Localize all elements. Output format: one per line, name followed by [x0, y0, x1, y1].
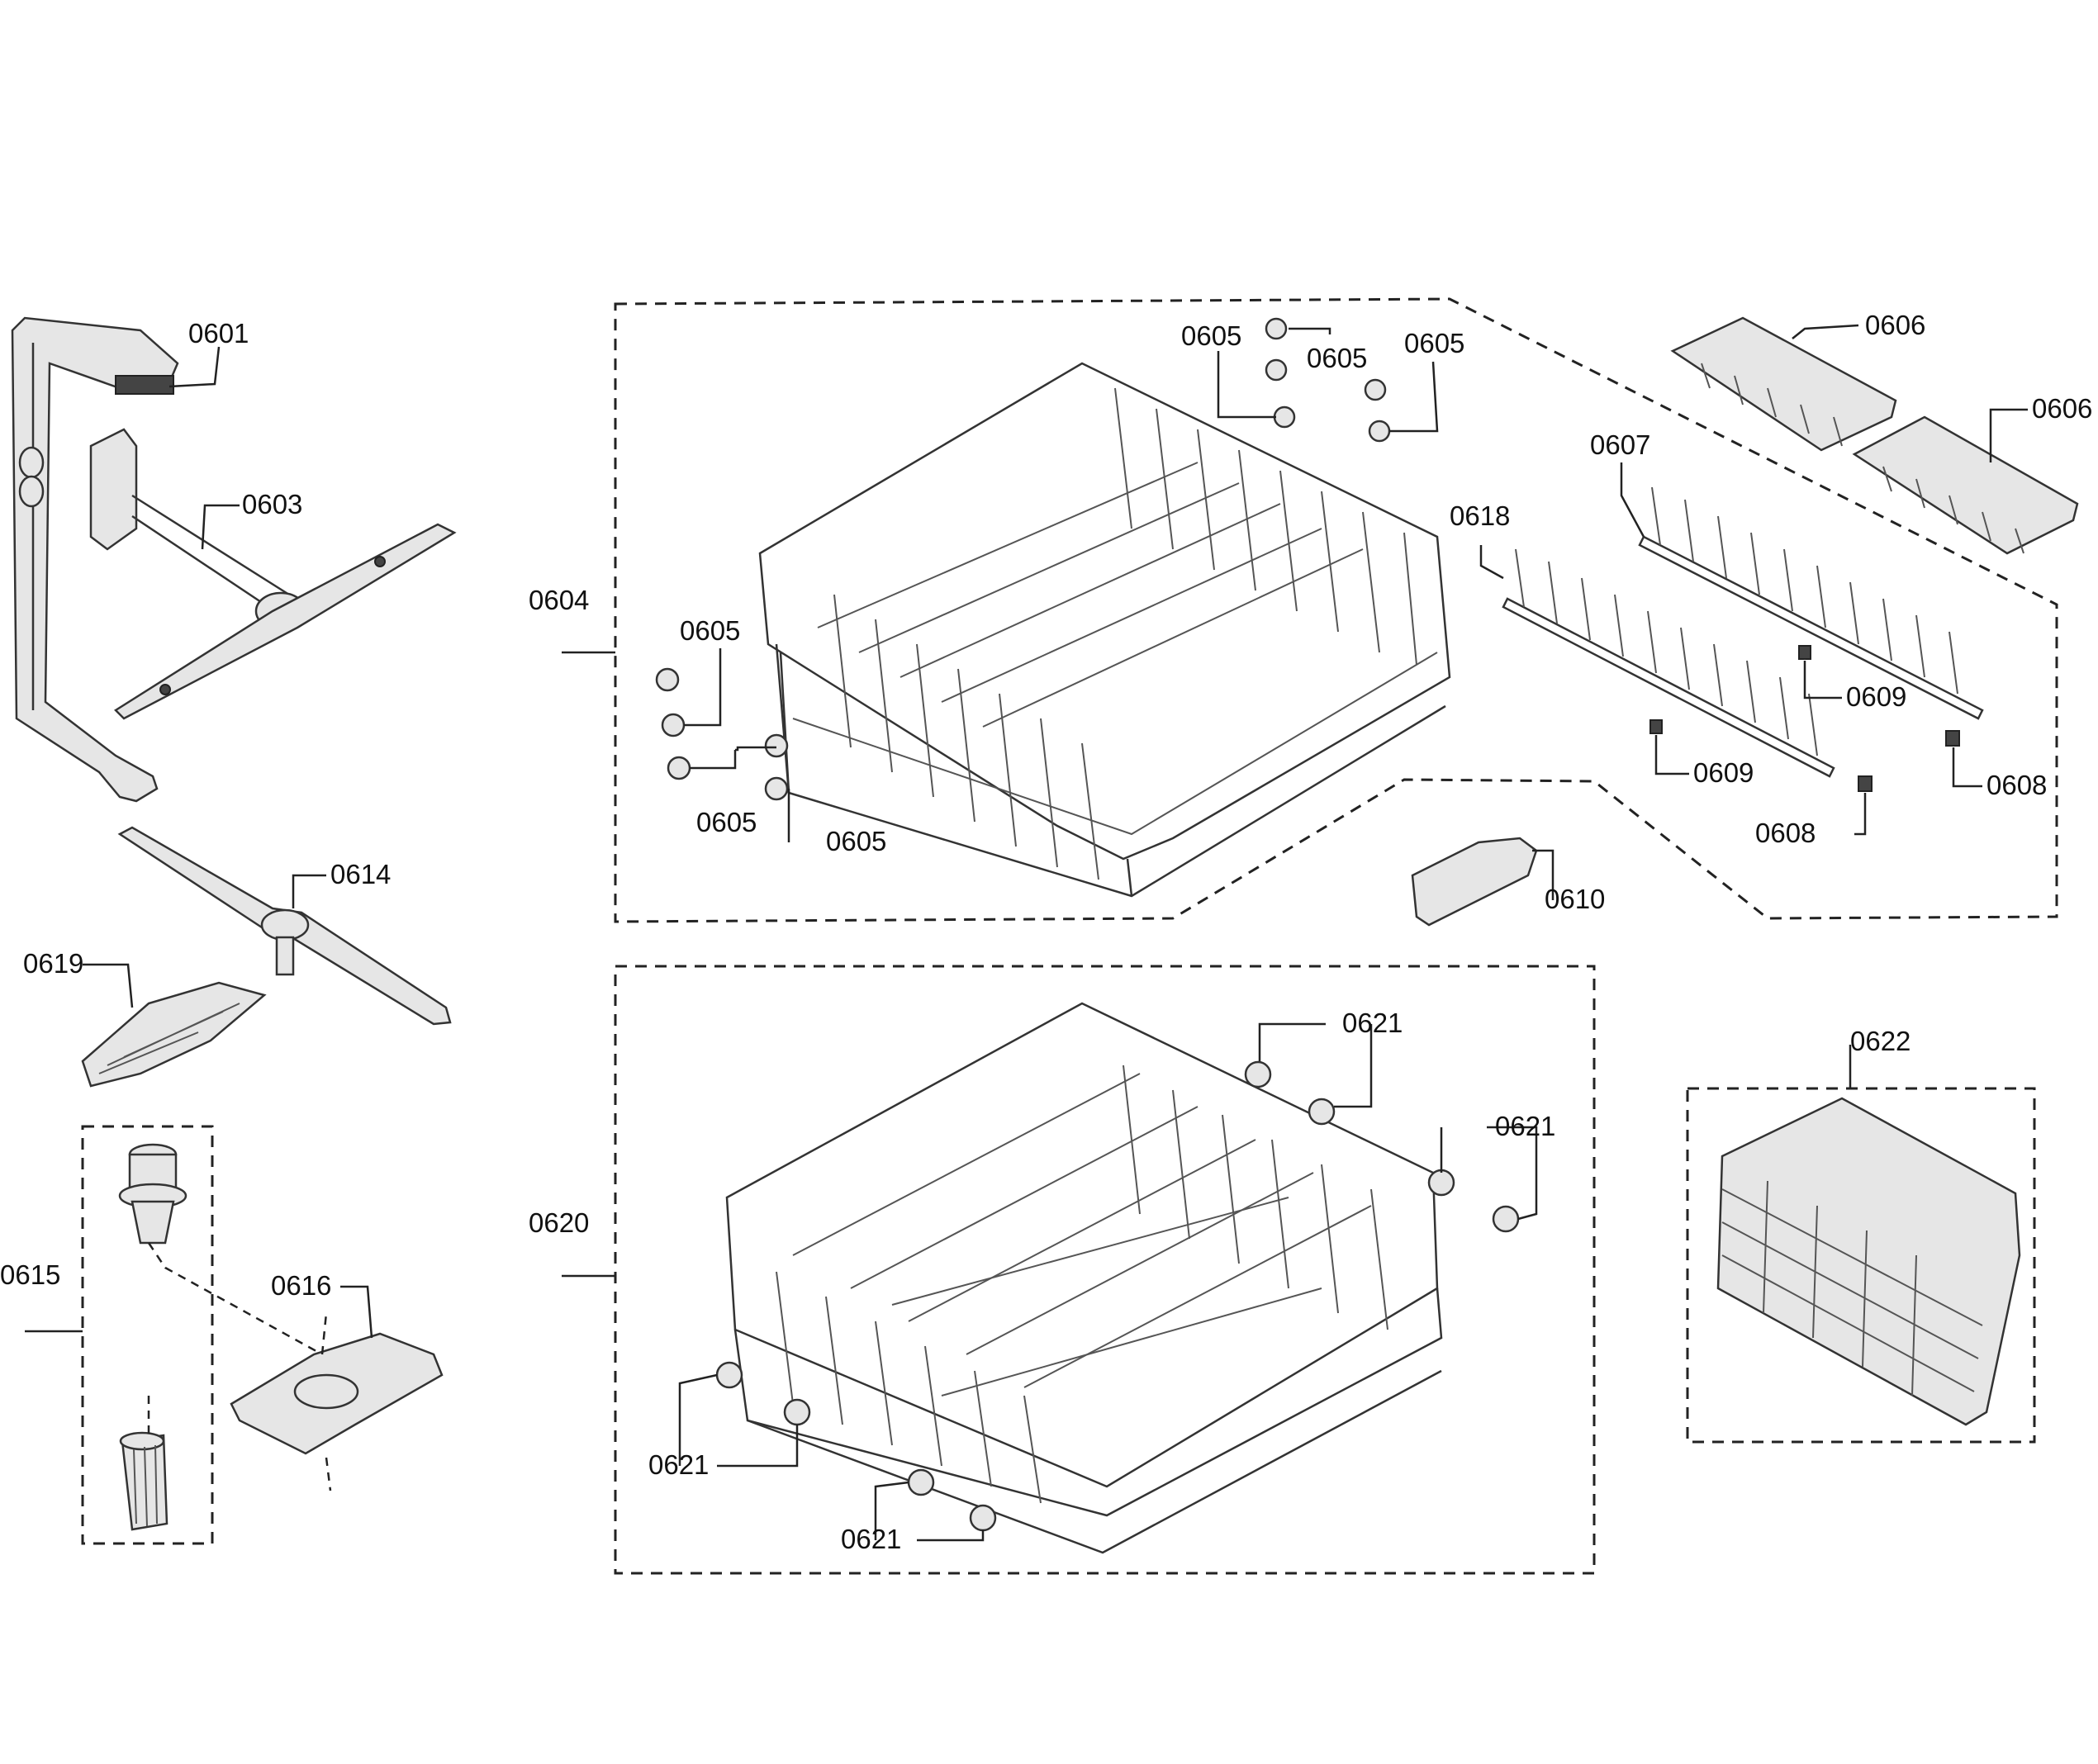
label-0606-right: 0606 [2032, 393, 2092, 424]
label-0608-right: 0608 [1986, 770, 2047, 800]
label-0618: 0618 [1450, 500, 1510, 531]
label-0603: 0603 [242, 489, 302, 519]
spray-cover-part [81, 981, 267, 1088]
label-0605-top-left: 0605 [1181, 320, 1241, 351]
lower-rack-assembly-outline [614, 965, 1596, 1575]
label-0620: 0620 [529, 1207, 589, 1238]
label-0619: 0619 [23, 948, 83, 979]
label-0621-right: 0621 [1495, 1111, 1555, 1141]
upper-rack-part [758, 362, 1451, 898]
roller-parts-0605 [655, 317, 1391, 801]
tine-rack-part-2 [1852, 415, 2079, 555]
wheel-parts-0621 [715, 1060, 1520, 1532]
cutlery-basket-part [1716, 1097, 2021, 1426]
label-0610: 0610 [1545, 884, 1605, 914]
label-0604: 0604 [529, 585, 589, 615]
upper-spray-arm-part [89, 428, 457, 720]
upper-rack-assembly-outline [614, 297, 2058, 923]
lower-spray-arm-part [117, 826, 452, 1026]
tine-rack-part-1 [1670, 316, 1897, 452]
label-0601: 0601 [188, 318, 249, 349]
label-0621-bottom: 0621 [841, 1524, 901, 1554]
label-0608-lower: 0608 [1755, 818, 1816, 848]
label-0605-top-right: 0605 [1404, 328, 1464, 358]
label-0615: 0615 [0, 1259, 60, 1290]
label-0609-upper: 0609 [1846, 681, 1906, 712]
label-0607: 0607 [1590, 429, 1650, 460]
rack-handle-part [1411, 837, 1538, 927]
lower-rack-part [725, 1002, 1443, 1554]
label-0606-top: 0606 [1865, 310, 1925, 340]
leader-lines [25, 324, 2028, 1542]
label-0621-top: 0621 [1342, 1008, 1403, 1038]
label-0622: 0622 [1850, 1026, 1911, 1056]
filter-assembly-outline [81, 1125, 214, 1545]
label-0605-top-mid: 0605 [1307, 343, 1367, 373]
clip-parts [1649, 645, 1960, 792]
label-0605-left-top: 0605 [680, 615, 740, 646]
label-0605-left-bottom: 0605 [696, 807, 757, 837]
label-0609-lower: 0609 [1693, 757, 1754, 788]
label-0614: 0614 [330, 859, 391, 889]
label-0616: 0616 [271, 1270, 331, 1301]
micro-filter-plate-part [230, 1312, 444, 1491]
label-0605-left-right: 0605 [826, 826, 886, 856]
tine-row-part-2 [1502, 548, 1835, 778]
supply-pipe-part [11, 316, 179, 803]
tine-row-part [1638, 486, 1984, 720]
filter-part [118, 1143, 323, 1531]
label-0621-left: 0621 [648, 1449, 709, 1480]
cutlery-basket-outline [1686, 1087, 2036, 1444]
